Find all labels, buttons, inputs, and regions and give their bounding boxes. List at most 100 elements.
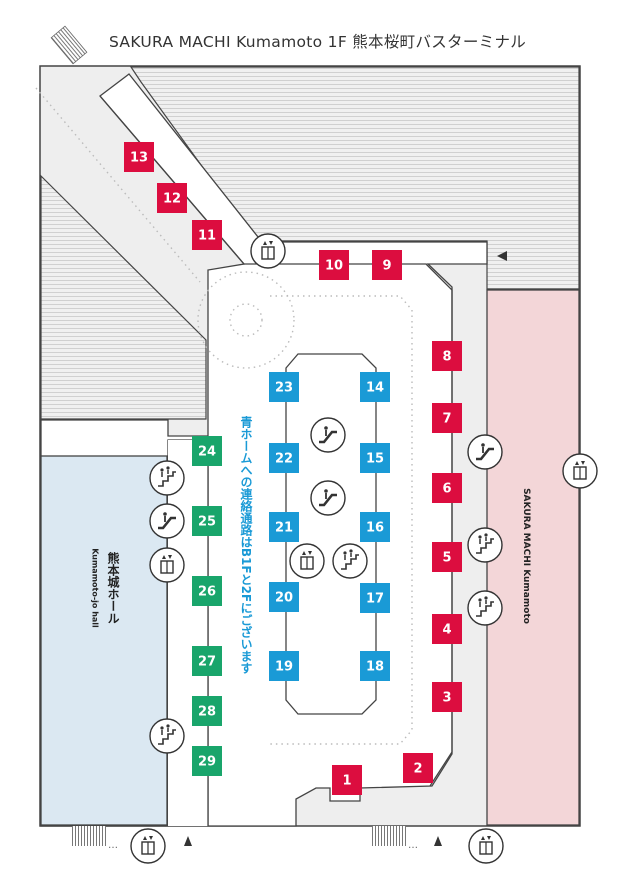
bus-stop-blue[interactable]: 17 <box>360 583 390 613</box>
map-title: SAKURA MACHI Kumamoto 1F 熊本桜町バスターミナル <box>109 33 526 51</box>
bus-stop-red[interactable]: 10 <box>319 250 349 280</box>
bus-stop-number: 15 <box>366 452 384 467</box>
building-block-west <box>40 174 207 420</box>
bus-stop-marker <box>432 614 462 644</box>
bus-stop-marker <box>360 651 390 681</box>
bus-stop-marker <box>192 746 222 776</box>
bus-stop-marker <box>269 443 299 473</box>
bus-stop-green[interactable]: 24 <box>192 436 222 466</box>
bus-stop-blue[interactable]: 21 <box>269 512 299 542</box>
bus-stop-marker <box>192 220 222 250</box>
bus-stop-red[interactable]: 12 <box>157 183 187 213</box>
elevator-icon <box>562 453 598 489</box>
mall-label: SAKURA MACHI Kumamoto <box>521 488 531 624</box>
bus-stop-marker <box>192 646 222 676</box>
bus-stop-marker <box>432 341 462 371</box>
bus-stop-marker <box>269 651 299 681</box>
escalator-up-icon <box>149 503 185 539</box>
bus-stop-red[interactable]: 6 <box>432 473 462 503</box>
bus-stop-marker <box>192 576 222 606</box>
bus-stop-marker <box>124 142 154 172</box>
bus-stop-marker <box>332 765 362 795</box>
bus-stop-number: 16 <box>366 521 384 536</box>
bus-stop-red[interactable]: 1 <box>332 765 362 795</box>
svg-text:…: … <box>408 840 418 851</box>
escalator-up-icon <box>310 417 346 453</box>
sakura-machi-mall <box>486 289 580 826</box>
bus-stop-blue[interactable]: 14 <box>360 372 390 402</box>
bus-stop-red[interactable]: 5 <box>432 542 462 572</box>
escalator-up-icon <box>310 480 346 516</box>
blue-platform-note: 青ホームへの連絡通路はB1Fと2Fにございます <box>239 414 253 674</box>
kumamoto-jo-hall <box>40 455 168 826</box>
elevator-icon <box>250 233 286 269</box>
bus-stop-blue[interactable]: 18 <box>360 651 390 681</box>
bus-stop-red[interactable]: 7 <box>432 403 462 433</box>
bus-stop-number: 28 <box>198 705 216 720</box>
bus-stop-marker <box>269 582 299 612</box>
bus-stop-green[interactable]: 27 <box>192 646 222 676</box>
bus-stop-number: 19 <box>275 660 293 675</box>
bus-stop-number: 24 <box>198 445 216 460</box>
hall-label-en: Kumamoto-jo hall <box>91 548 100 628</box>
bus-stop-green[interactable]: 29 <box>192 746 222 776</box>
bus-stop-number: 22 <box>275 452 293 467</box>
bus-stop-blue[interactable]: 23 <box>269 372 299 402</box>
bus-stop-green[interactable]: 28 <box>192 696 222 726</box>
bus-stop-marker <box>157 183 187 213</box>
stairs-icon <box>467 590 503 626</box>
bus-stop-red[interactable]: 2 <box>403 753 433 783</box>
bus-stop-red[interactable]: 4 <box>432 614 462 644</box>
bus-stop-red[interactable]: 13 <box>124 142 154 172</box>
bus-stop-number: 4 <box>442 623 451 638</box>
stairs-icon <box>332 543 368 579</box>
bus-stop-number: 20 <box>275 591 293 606</box>
bus-stop-blue[interactable]: 19 <box>269 651 299 681</box>
bus-stop-green[interactable]: 26 <box>192 576 222 606</box>
bus-stop-number: 25 <box>198 515 216 530</box>
bus-stop-number: 21 <box>275 521 293 536</box>
bus-stop-marker <box>360 583 390 613</box>
bus-stop-blue[interactable]: 22 <box>269 443 299 473</box>
elevator-icon <box>149 547 185 583</box>
stairs-icon <box>467 527 503 563</box>
hall-label-jp: 熊本城ホール <box>106 551 120 624</box>
stairs-icon <box>149 718 185 754</box>
blue-platform-island <box>285 353 377 715</box>
bus-stop-blue[interactable]: 20 <box>269 582 299 612</box>
facility-icons <box>130 233 598 864</box>
bus-stop-number: 2 <box>413 762 422 777</box>
bus-stop-number: 18 <box>366 660 384 675</box>
elevator-icon <box>289 543 325 579</box>
bus-stop-number: 1 <box>342 774 351 789</box>
bus-stop-number: 7 <box>442 412 451 427</box>
bus-stop-number: 27 <box>198 655 216 670</box>
elevator-icon <box>468 828 504 864</box>
bus-stop-number: 10 <box>325 259 343 274</box>
bus-stop-number: 26 <box>198 585 216 600</box>
bus-stop-number: 17 <box>366 592 384 607</box>
bus-stop-red[interactable]: 11 <box>192 220 222 250</box>
bus-stop-marker <box>360 372 390 402</box>
bus-stop-marker <box>432 682 462 712</box>
bus-stop-marker <box>372 250 402 280</box>
bus-stop-number: 23 <box>275 381 293 396</box>
bus-stop-red[interactable]: 8 <box>432 341 462 371</box>
bus-stop-number: 13 <box>130 151 148 166</box>
bus-stop-red[interactable]: 3 <box>432 682 462 712</box>
bus-stop-red[interactable]: 9 <box>372 250 402 280</box>
bus-stop-blue[interactable]: 16 <box>360 512 390 542</box>
bus-stop-marker <box>192 696 222 726</box>
bus-stop-marker <box>360 512 390 542</box>
bus-stop-marker <box>192 436 222 466</box>
bus-stop-marker <box>319 250 349 280</box>
stairs-icon: … … <box>72 826 418 851</box>
bus-stop-number: 8 <box>442 350 451 365</box>
bus-stop-number: 5 <box>442 551 451 566</box>
bus-stop-green[interactable]: 25 <box>192 506 222 536</box>
bus-stop-number: 3 <box>442 691 451 706</box>
bus-stop-marker <box>269 512 299 542</box>
bus-stop-marker <box>403 753 433 783</box>
bus-stop-blue[interactable]: 15 <box>360 443 390 473</box>
